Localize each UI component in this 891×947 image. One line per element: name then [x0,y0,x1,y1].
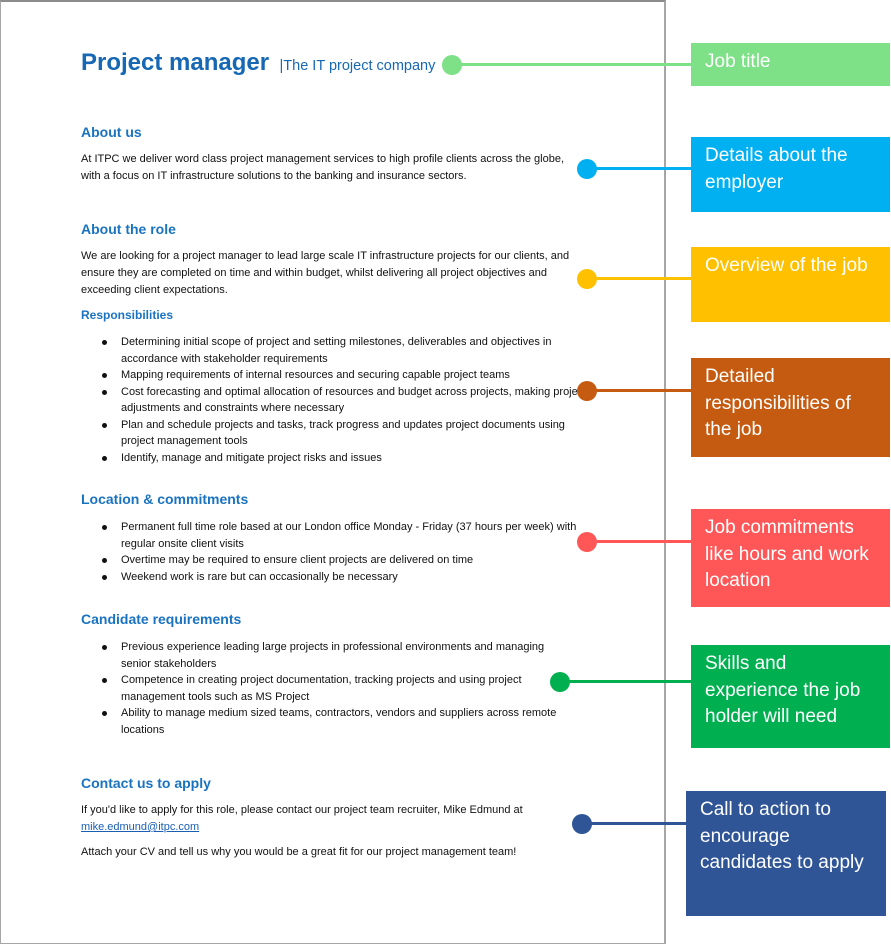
annotation-overview: Overview of the job [691,247,890,322]
annotation-dot [550,672,570,692]
bullet-icon [102,558,107,563]
list-item: Weekend work is rare but can occasionall… [81,569,591,586]
contact-text: If you'd like to apply for this role, pl… [81,804,523,833]
list-item: Overtime may be required to ensure clien… [81,552,591,569]
list-item: Plan and schedule projects and tasks, tr… [81,417,591,450]
about-us-text: At ITPC we deliver word class project ma… [81,153,564,182]
annotation-responsibilities: Detailed responsibilities of the job [691,358,890,457]
responsibilities-heading: Responsibilities [81,308,174,322]
job-title-heading: Project manager |The IT project company [81,49,435,77]
requirements-heading: Candidate requirements [81,611,242,627]
bullet-icon [102,678,107,683]
connector-line [587,277,692,280]
responsibilities-list: Determining initial scope of project and… [81,334,591,466]
bullet-icon [102,340,107,345]
contact-heading: Contact us to apply [81,775,211,791]
job-description-page [0,0,666,944]
list-item: Mapping requirements of internal resourc… [81,367,591,384]
recruiter-email-link[interactable]: mike.edmund@itpc.com [81,821,200,833]
bullet-icon [102,711,107,716]
annotation-skills: Skills and experience the job holder wil… [691,645,890,748]
connector-line [582,822,687,825]
job-title: Project manager [81,49,270,76]
about-role-text: We are looking for a project manager to … [81,250,570,296]
bullet-icon [102,645,107,650]
connector-line [587,167,692,170]
contact-closing: Attach your CV and tell us why you would… [81,846,517,858]
list-item: Cost forecasting and optimal allocation … [81,384,591,417]
annotation-dot [577,532,597,552]
annotation-dot [572,814,592,834]
requirements-list: Previous experience leading large projec… [81,639,571,738]
list-item: Identify, manage and mitigate project ri… [81,450,591,467]
list-item: Previous experience leading large projec… [81,639,571,672]
bullet-icon [102,389,107,395]
bullet-icon [102,422,107,428]
connector-line [560,680,692,683]
annotation-dot [442,55,462,75]
list-item: Determining initial scope of project and… [81,334,591,367]
annotation-dot [577,269,597,289]
bullet-icon [102,455,107,461]
bullet-icon [102,574,107,580]
annotation-dot [577,381,597,401]
connector-line [587,540,692,543]
about-role-heading: About the role [81,221,176,237]
bullet-icon [102,373,107,378]
annotation-dot [577,159,597,179]
bullet-icon [102,525,107,530]
location-heading: Location & commitments [81,491,249,507]
list-item: Competence in creating project documenta… [81,672,571,705]
list-item: Permanent full time role based at our Lo… [81,519,591,552]
about-us-heading: About us [81,124,142,140]
annotation-call-to-action: Call to action to encourage candidates t… [686,791,886,916]
connector-line [587,389,692,392]
annotation-job-title: Job title [691,43,890,86]
annotation-employer: Details about the employer [691,137,890,212]
connector-line [452,63,692,66]
annotation-commitments: Job commitments like hours and work loca… [691,509,890,607]
location-list: Permanent full time role based at our Lo… [81,519,591,585]
list-item: Ability to manage medium sized teams, co… [81,705,571,738]
company-name: |The IT project company [279,58,436,74]
